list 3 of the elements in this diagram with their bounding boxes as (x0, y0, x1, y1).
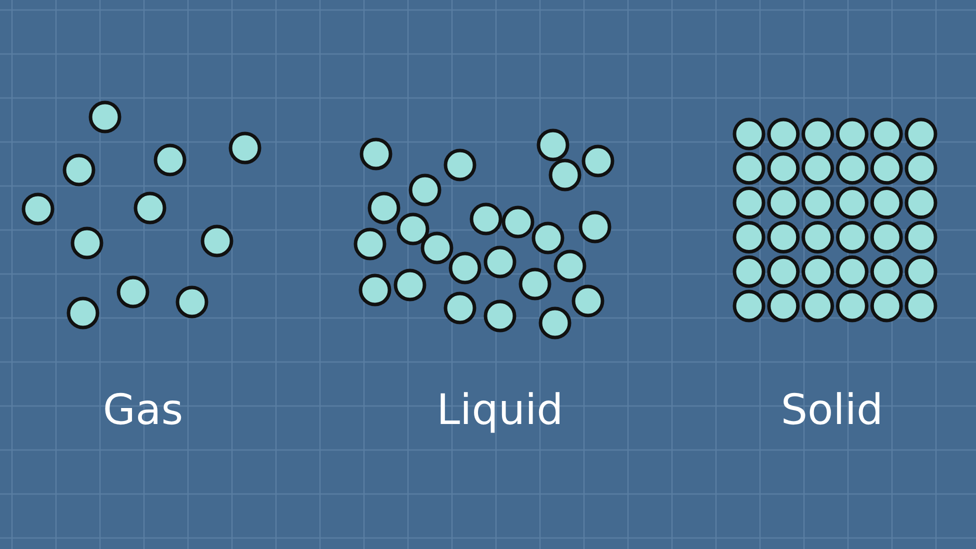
state-label: Liquid (436, 384, 564, 436)
state-label: Solid (780, 384, 884, 436)
state-label: Gas (102, 384, 184, 436)
